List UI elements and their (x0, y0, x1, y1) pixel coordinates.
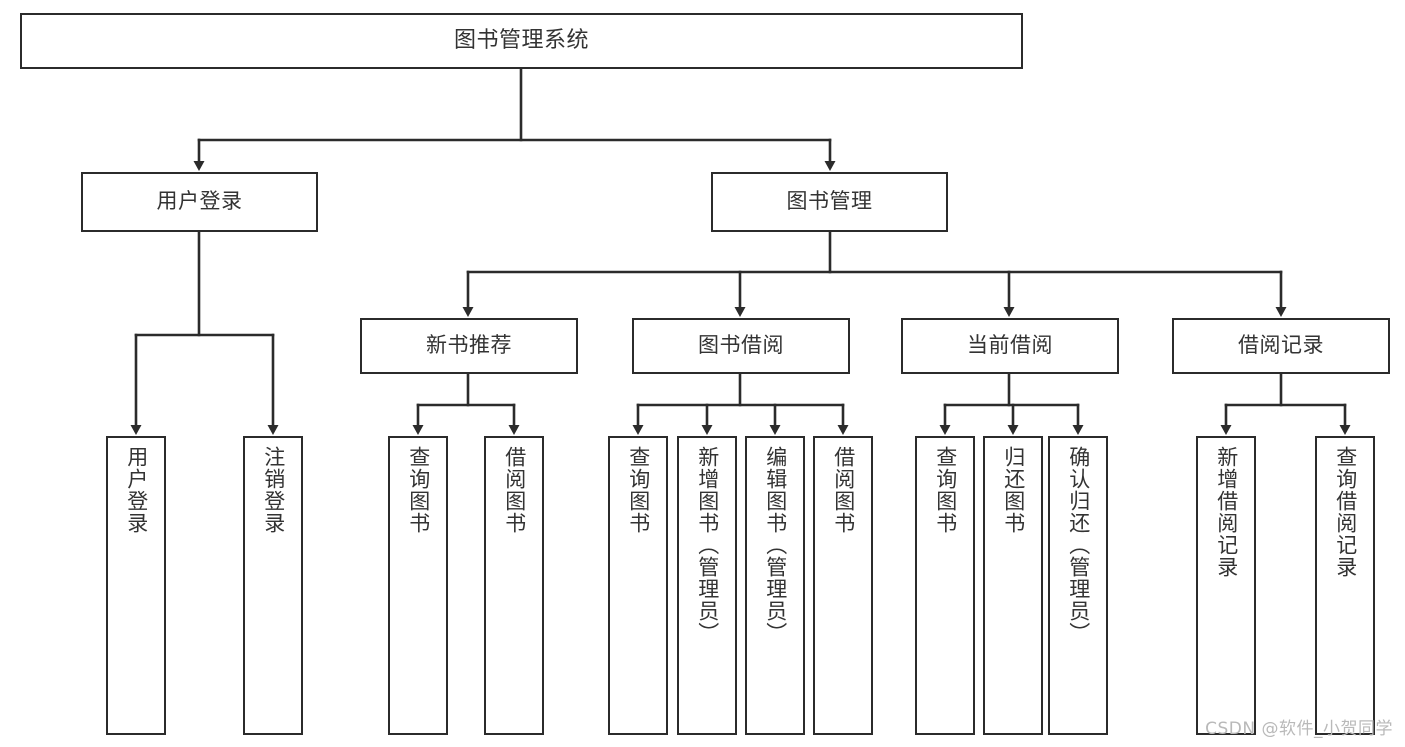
node-leaf-edit-book[interactable]: 编辑图书（管理员） (745, 436, 805, 735)
node-leaf-user-logout-label: 注销登录 (261, 446, 286, 534)
node-leaf-return-book[interactable]: 归还图书 (983, 436, 1043, 735)
node-current-borrow[interactable]: 当前借阅 (901, 318, 1119, 374)
node-leaf-query-book-1[interactable]: 查询图书 (388, 436, 448, 735)
node-leaf-query-book-2-label: 查询图书 (626, 446, 651, 534)
node-leaf-query-book-1-label: 查询图书 (406, 446, 431, 534)
node-leaf-add-record[interactable]: 新增借阅记录 (1196, 436, 1256, 735)
node-leaf-user-login[interactable]: 用户登录 (106, 436, 166, 735)
node-leaf-add-book-label: 新增图书（管理员） (695, 446, 720, 644)
node-leaf-query-book-3-label: 查询图书 (933, 446, 958, 534)
node-leaf-edit-book-label: 编辑图书（管理员） (763, 446, 788, 644)
node-leaf-add-record-label: 新增借阅记录 (1214, 446, 1239, 578)
node-leaf-query-record-label: 查询借阅记录 (1333, 446, 1358, 578)
node-leaf-confirm-return[interactable]: 确认归还（管理员） (1048, 436, 1108, 735)
node-leaf-add-book[interactable]: 新增图书（管理员） (677, 436, 737, 735)
node-leaf-query-record[interactable]: 查询借阅记录 (1315, 436, 1375, 735)
node-book-borrow[interactable]: 图书借阅 (632, 318, 850, 374)
node-new-book-rec-label: 新书推荐 (426, 333, 512, 358)
node-current-borrow-label: 当前借阅 (967, 333, 1053, 358)
node-leaf-return-book-label: 归还图书 (1001, 446, 1026, 534)
node-leaf-borrow-book-2-label: 借阅图书 (831, 446, 856, 534)
node-leaf-confirm-return-label: 确认归还（管理员） (1066, 446, 1091, 644)
node-new-book-rec[interactable]: 新书推荐 (360, 318, 578, 374)
node-leaf-borrow-book-1-label: 借阅图书 (502, 446, 527, 534)
node-borrow-records-label: 借阅记录 (1238, 333, 1324, 358)
node-borrow-records[interactable]: 借阅记录 (1172, 318, 1390, 374)
node-leaf-query-book-3[interactable]: 查询图书 (915, 436, 975, 735)
node-user-login[interactable]: 用户登录 (81, 172, 318, 232)
node-book-manage[interactable]: 图书管理 (711, 172, 948, 232)
node-book-manage-label: 图书管理 (786, 189, 873, 214)
node-root[interactable]: 图书管理系统 (20, 13, 1023, 69)
node-leaf-user-login-label: 用户登录 (124, 446, 149, 534)
node-book-borrow-label: 图书借阅 (698, 333, 784, 358)
node-leaf-borrow-book-2[interactable]: 借阅图书 (813, 436, 873, 735)
node-root-label: 图书管理系统 (453, 27, 589, 53)
node-leaf-query-book-2[interactable]: 查询图书 (608, 436, 668, 735)
node-user-login-label: 用户登录 (156, 189, 243, 214)
node-leaf-borrow-book-1[interactable]: 借阅图书 (484, 436, 544, 735)
node-leaf-user-logout[interactable]: 注销登录 (243, 436, 303, 735)
